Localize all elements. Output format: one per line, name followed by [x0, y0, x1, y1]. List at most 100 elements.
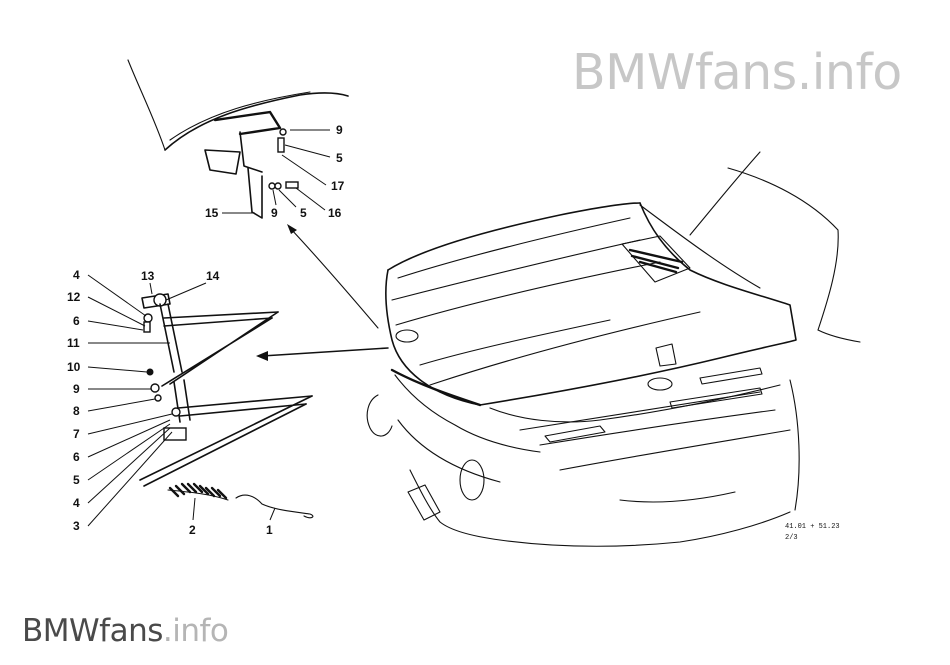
leader-13 — [149, 282, 153, 295]
bay-cap — [647, 377, 673, 391]
lower-arm — [177, 395, 313, 417]
hinge-plate — [213, 110, 282, 136]
bay-slot-2 — [669, 387, 763, 409]
hood-emblem — [395, 329, 419, 343]
doc-ref-sheet: 2/3 — [785, 534, 798, 542]
fender-right — [789, 379, 800, 511]
callout-9-top: 9 — [336, 123, 343, 137]
washer-9c — [150, 383, 160, 393]
callout-5-mid: 5 — [300, 206, 307, 220]
hinge-leg — [247, 167, 263, 219]
callout-6-upper: 6 — [73, 314, 80, 328]
lower-link — [139, 395, 313, 487]
hood-rear-edge — [639, 204, 761, 289]
callout-5-top: 5 — [336, 151, 343, 165]
strut-assembly — [139, 293, 314, 519]
hood-right-edge — [479, 202, 797, 406]
hood-crease-4 — [429, 311, 701, 386]
callout-16: 16 — [328, 206, 342, 220]
bay-slot-3 — [699, 367, 763, 385]
bracket-leader — [289, 227, 379, 329]
watermark-top: BMWfans.info — [572, 44, 902, 101]
callout-9-lower: 9 — [73, 382, 80, 396]
bolt-16 — [285, 181, 299, 189]
watermark-bottom-tld: .info — [162, 613, 229, 649]
callout-13: 13 — [141, 269, 155, 283]
watermark-bottom: BMWfans.info — [22, 613, 229, 649]
bumper-guard — [407, 484, 441, 521]
hood-crease-5 — [419, 319, 611, 366]
headlight-left — [366, 394, 393, 437]
leader-5b — [278, 189, 297, 208]
callout-11: 11 — [67, 336, 80, 350]
nut-5b — [274, 182, 282, 190]
callout-1: 1 — [266, 523, 273, 537]
leader-5c — [87, 423, 171, 481]
leader-12 — [87, 296, 146, 327]
spring-2 — [168, 482, 228, 500]
bay-line-3 — [559, 429, 791, 471]
watermark-bottom-brand: BMWfans — [22, 613, 163, 649]
doc-ref-number: 41.01 + 51.23 — [785, 523, 840, 531]
leader-4a — [87, 274, 147, 317]
leader-5a — [284, 144, 331, 158]
bay-front — [489, 384, 781, 423]
pin-7 — [171, 407, 181, 417]
leader-3 — [87, 431, 173, 527]
callout-15: 15 — [205, 206, 219, 220]
callout-14: 14 — [206, 269, 220, 283]
leader-4b — [87, 427, 171, 504]
bay-line-2 — [539, 409, 776, 446]
callout-9-mid: 9 — [271, 206, 278, 220]
callout-8: 8 — [73, 404, 80, 418]
leader-7 — [87, 413, 173, 435]
callout-10: 10 — [67, 360, 81, 374]
car-front-view — [366, 151, 861, 547]
hood-crease-2 — [391, 239, 641, 301]
clip-8 — [154, 394, 162, 402]
leader-2 — [192, 497, 196, 521]
watermark-top-tld: .info — [796, 44, 902, 101]
hood-vent — [621, 235, 691, 283]
hinge-inset — [127, 59, 349, 219]
leader-10 — [87, 366, 148, 373]
watermark-top-brand: BMWfans — [572, 44, 797, 101]
leader-9b — [272, 189, 277, 206]
callout-7: 7 — [73, 427, 80, 441]
bracket-arrowhead — [287, 224, 297, 234]
leader-14 — [165, 282, 207, 301]
bay-slot-1 — [544, 425, 606, 443]
leader-16 — [295, 187, 326, 211]
bay-line-1 — [519, 391, 761, 431]
assembly-leader — [261, 347, 389, 357]
bumper-top — [397, 419, 501, 483]
callout-17: 17 — [331, 179, 345, 193]
bolt-12 — [143, 321, 151, 333]
hood-vent-slats — [628, 248, 684, 274]
hood-panel-inner — [169, 91, 311, 141]
leader-8 — [87, 398, 156, 412]
hood-lower-edge — [390, 368, 482, 407]
leader-1 — [269, 507, 276, 521]
bolt-17 — [277, 137, 285, 153]
callout-4-upper: 4 — [73, 268, 80, 282]
upper-link — [161, 311, 279, 387]
hood-latch — [655, 343, 677, 367]
leader-6b — [87, 419, 171, 458]
spring-axis — [167, 489, 229, 501]
washer-9b — [268, 182, 276, 190]
callout-labels: 9 5 17 15 9 5 16 4 13 14 12 6 11 10 9 8 … — [67, 123, 345, 537]
strut-tube-11 — [159, 303, 183, 373]
hood-crease-1 — [397, 217, 631, 279]
spacer-10 — [146, 368, 154, 376]
washer-9 — [279, 128, 287, 136]
callout-3: 3 — [73, 519, 80, 533]
assembly-arrowhead — [256, 351, 268, 361]
hinge-lower — [204, 149, 241, 175]
headlight-right — [459, 459, 485, 501]
callout-4-lower: 4 — [73, 496, 80, 510]
cowl-line — [817, 329, 861, 343]
leader-6a — [87, 320, 144, 331]
